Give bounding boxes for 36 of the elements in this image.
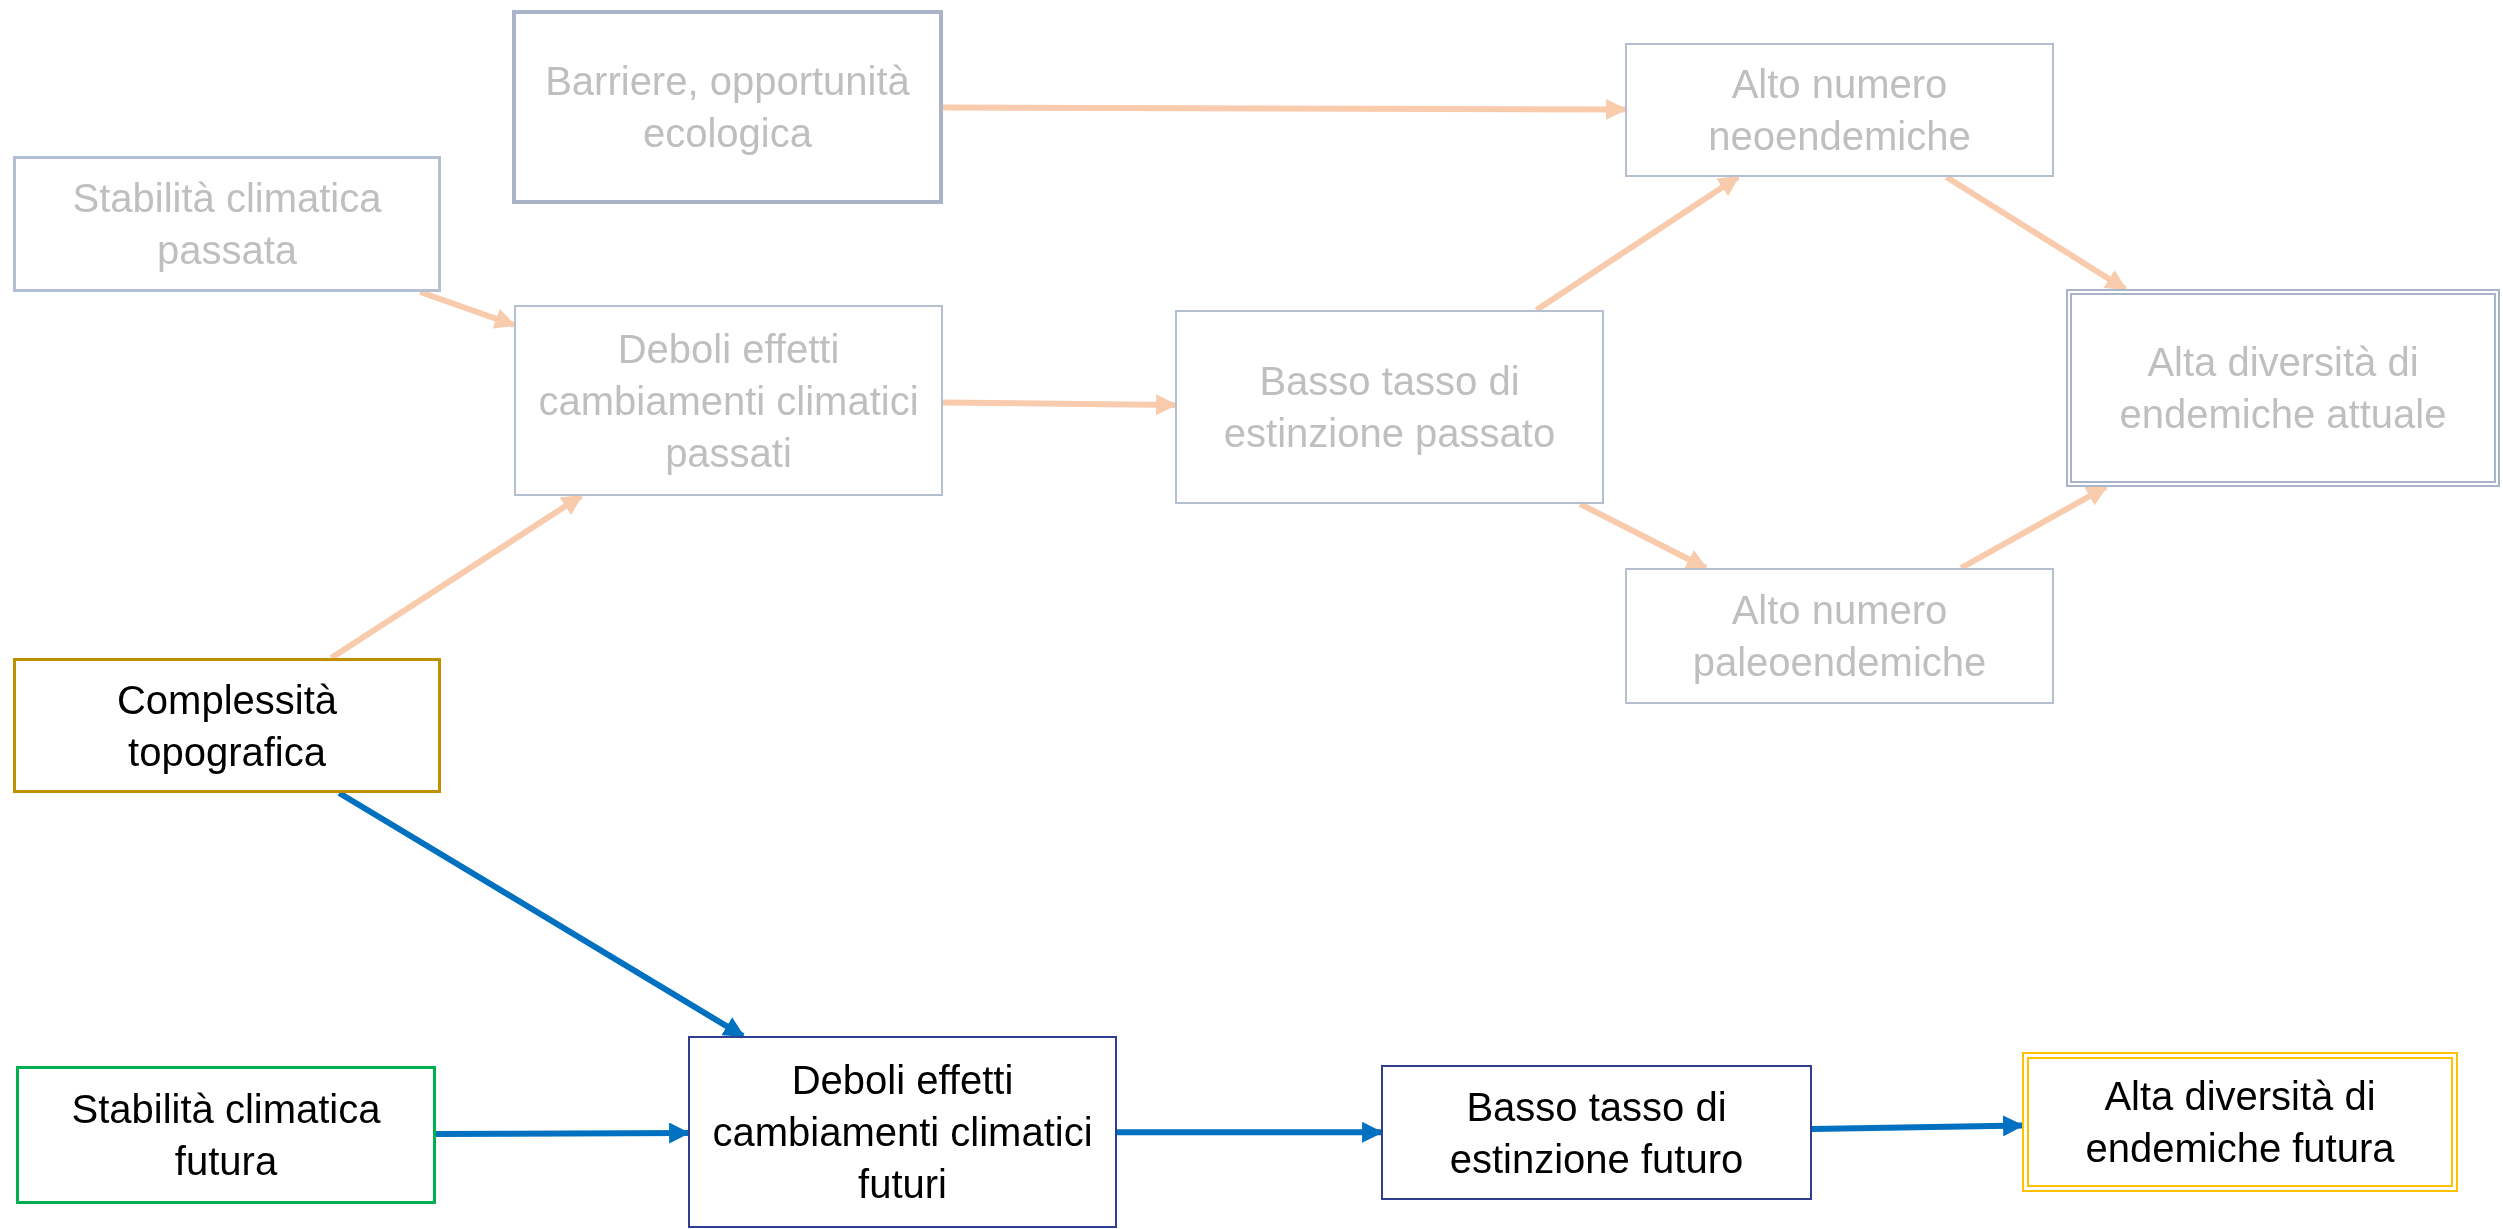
arrow [1944, 174, 2127, 292]
box-label: Deboli effetti cambiamenti climatici futuri [711, 1057, 1094, 1208]
box-label: Stabilità climatica futura [70, 1086, 382, 1185]
arrow [943, 98, 1628, 120]
box-label: Stabilità climatica passata [71, 175, 383, 274]
process-box [16, 1066, 436, 1204]
process-box [512, 10, 943, 204]
box-label: Alta diversità di endemiche futura [2084, 1073, 2396, 1172]
process-box [13, 156, 441, 292]
box-label: Basso tasso di estinzione passato [1222, 358, 1557, 457]
box-label: Basso tasso di estinzione futuro [1448, 1083, 1745, 1183]
box-label: Alto numero paleoendemiche [1691, 587, 1988, 686]
arrow [942, 394, 1178, 416]
arrow [337, 790, 745, 1039]
arrow [1578, 501, 1708, 571]
arrow [1959, 484, 2108, 571]
process-box [13, 658, 441, 793]
box-label: Alto numero neoendemiche [1707, 61, 1972, 160]
arrow [1117, 1121, 1384, 1143]
process-box [1381, 1065, 1812, 1200]
box-label: Deboli effetti cambiamenti climatici passati [537, 325, 920, 477]
process-box [1175, 310, 1604, 504]
arrow [1811, 1115, 2025, 1137]
box-label: Complessità topografica [115, 676, 339, 776]
process-box [2022, 1052, 2458, 1192]
process-box [1625, 568, 2054, 704]
process-box [1625, 43, 2054, 177]
arrow [419, 289, 516, 329]
arrow [436, 1122, 691, 1144]
process-box [2066, 289, 2500, 487]
process-box [688, 1036, 1117, 1228]
box-label: Alta diversità di endemiche attuale [2118, 339, 2448, 438]
process-box [514, 305, 943, 496]
box-label: Barriere, opportunità ecologica [544, 58, 911, 157]
arrow [1534, 174, 1740, 313]
arrow [329, 493, 583, 661]
